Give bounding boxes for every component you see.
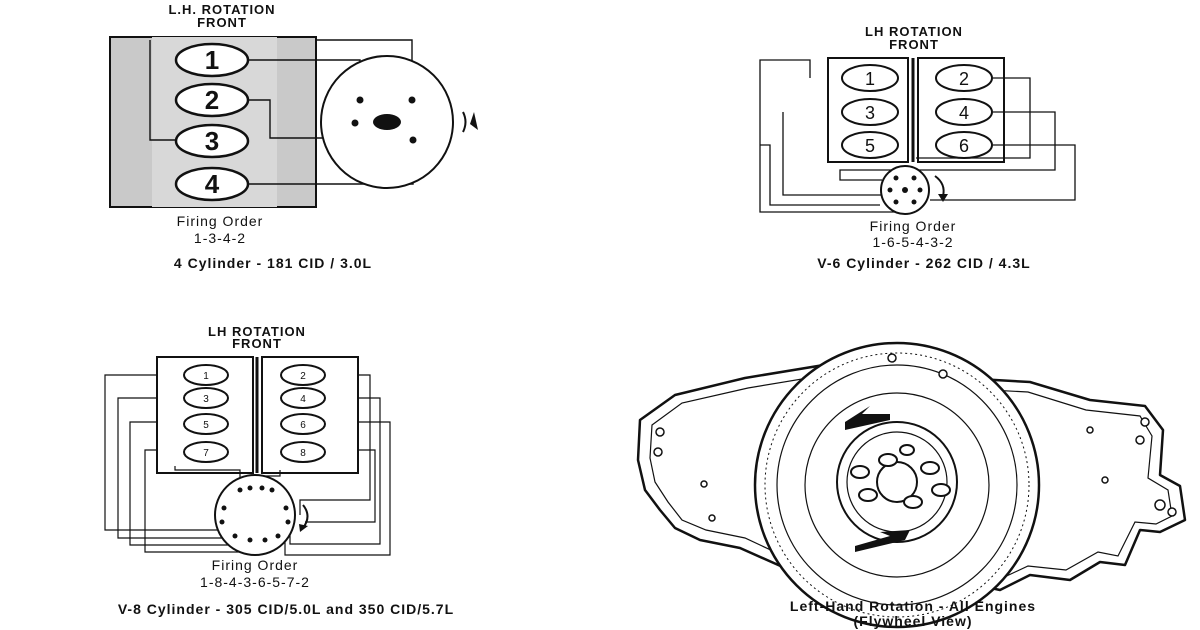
v6-cylinder-4-label: 4 (959, 103, 969, 123)
cylinder-1: 1 (174, 42, 250, 78)
v6-svg: LH ROTATION FRONT 1 2 3 4 (759, 24, 1076, 271)
v8-cylinder-1-label: 1 (203, 371, 209, 382)
v6-firing-order: 1-6-5-4-3-2 (872, 234, 953, 250)
v8-cylinder-4: 4 (280, 387, 326, 409)
rotation-arrow-icon (462, 111, 467, 133)
flywheel-rotation-arrow-bottom-icon (855, 530, 910, 552)
flywheel-diagram: Left-Hand Rotation - All Engines (Flywhe… (600, 300, 1200, 630)
cylinder-2: 2 (174, 82, 250, 118)
v6-cylinder-6: 6 (935, 131, 993, 159)
v6-cylinder-6-label: 6 (959, 136, 969, 156)
v8-cylinder-3: 3 (183, 387, 229, 409)
v8-cylinder-8-label: 8 (300, 448, 306, 459)
v6-cylinder-1-label: 1 (865, 69, 875, 89)
cylinder-4: 4 (174, 166, 250, 202)
v8-cylinder-6-label: 6 (300, 420, 306, 431)
v6-cylinder-2: 2 (935, 64, 993, 92)
v8-spark-plug-wires (104, 374, 391, 556)
flywheel-rotation-arrow-top-icon (845, 406, 890, 430)
v6-header-front: FRONT (889, 37, 939, 52)
v6-cylinder-1: 1 (841, 64, 899, 92)
v8-diagram: LH ROTATION FRONT 1 2 3 (0, 300, 600, 630)
flywheel-bolt-holes (850, 444, 951, 509)
v6-cylinder-5: 5 (841, 131, 899, 159)
cylinder-1-label: 1 (205, 45, 219, 75)
v6-diagram: LH ROTATION FRONT 1 2 3 4 (600, 0, 1200, 300)
v8-cylinder-7: 7 (183, 441, 229, 463)
cylinder-4-label: 4 (205, 169, 220, 199)
v6-cylinder-2-label: 2 (959, 69, 969, 89)
flywheel-teeth (764, 352, 1030, 618)
flywheel-face (804, 392, 990, 578)
v8-cylinder-4-label: 4 (300, 394, 306, 405)
v8-caption: V-8 Cylinder - 305 CID/5.0L and 350 CID/… (118, 601, 454, 617)
four-cyl-firing-label: Firing Order (177, 213, 264, 229)
rotation-arrowhead-icon (470, 112, 478, 130)
v6-distributor-cap (880, 165, 930, 215)
v8-cylinder-6: 6 (280, 413, 326, 435)
four-cylinder-svg: L.H. ROTATION FRONT 1 2 3 4 (109, 2, 478, 271)
cylinder-3-label: 3 (205, 126, 219, 156)
four-cyl-firing-order: 1-3-4-2 (194, 230, 246, 246)
cylinder-3: 3 (174, 123, 250, 159)
v8-firing-label: Firing Order (212, 557, 299, 573)
v8-firing-order: 1-8-4-3-6-5-7-2 (200, 574, 310, 590)
bellhousing-bolt-holes (653, 353, 1177, 522)
v8-cylinder-7-label: 7 (203, 448, 209, 459)
distributor-cap (320, 55, 454, 189)
cylinder-2-label: 2 (205, 85, 219, 115)
v6-cylinder-3: 3 (841, 98, 899, 126)
v8-cylinder-8: 8 (280, 441, 326, 463)
v6-caption: V-6 Cylinder - 262 CID / 4.3L (817, 255, 1030, 271)
four-cyl-header-rotation: L.H. ROTATION (168, 2, 275, 17)
flywheel-inner-ring (776, 364, 1018, 606)
v6-cylinder-4: 4 (935, 98, 993, 126)
v8-cylinder-5-label: 5 (203, 420, 209, 431)
v8-cylinder-2-label: 2 (300, 371, 306, 382)
four-cyl-caption: 4 Cylinder - 181 CID / 3.0L (174, 255, 372, 271)
v6-cylinder-5-label: 5 (865, 136, 875, 156)
four-cyl-header-front: FRONT (197, 15, 247, 30)
v8-header-front: FRONT (232, 336, 282, 351)
v6-header-rotation: LH ROTATION (865, 24, 963, 39)
v8-distributor-cap (214, 474, 296, 556)
v8-cylinder-1: 1 (183, 364, 229, 386)
v8-cylinder-3-label: 3 (203, 394, 209, 405)
v8-rotation-arrowhead-icon (299, 524, 308, 532)
v8-rotation-arrow-icon (302, 504, 309, 529)
v6-firing-label: Firing Order (870, 218, 957, 234)
v6-rotation-arrowhead-icon (938, 194, 948, 202)
flywheel-svg: Left-Hand Rotation - All Engines (Flywhe… (636, 341, 1187, 629)
v8-svg: LH ROTATION FRONT 1 2 3 (104, 324, 454, 617)
flywheel-subcaption: (Flywheel View) (854, 613, 973, 629)
v6-cylinder-3-label: 3 (865, 103, 875, 123)
v6-rotation-arrow-icon (934, 175, 945, 197)
v8-cylinder-2: 2 (280, 364, 326, 386)
flywheel-caption: Left-Hand Rotation - All Engines (790, 598, 1036, 614)
four-cylinder-diagram: L.H. ROTATION FRONT 1 2 3 4 (0, 0, 600, 300)
v8-cylinder-5: 5 (183, 413, 229, 435)
v8-header-rotation: LH ROTATION (208, 324, 306, 339)
